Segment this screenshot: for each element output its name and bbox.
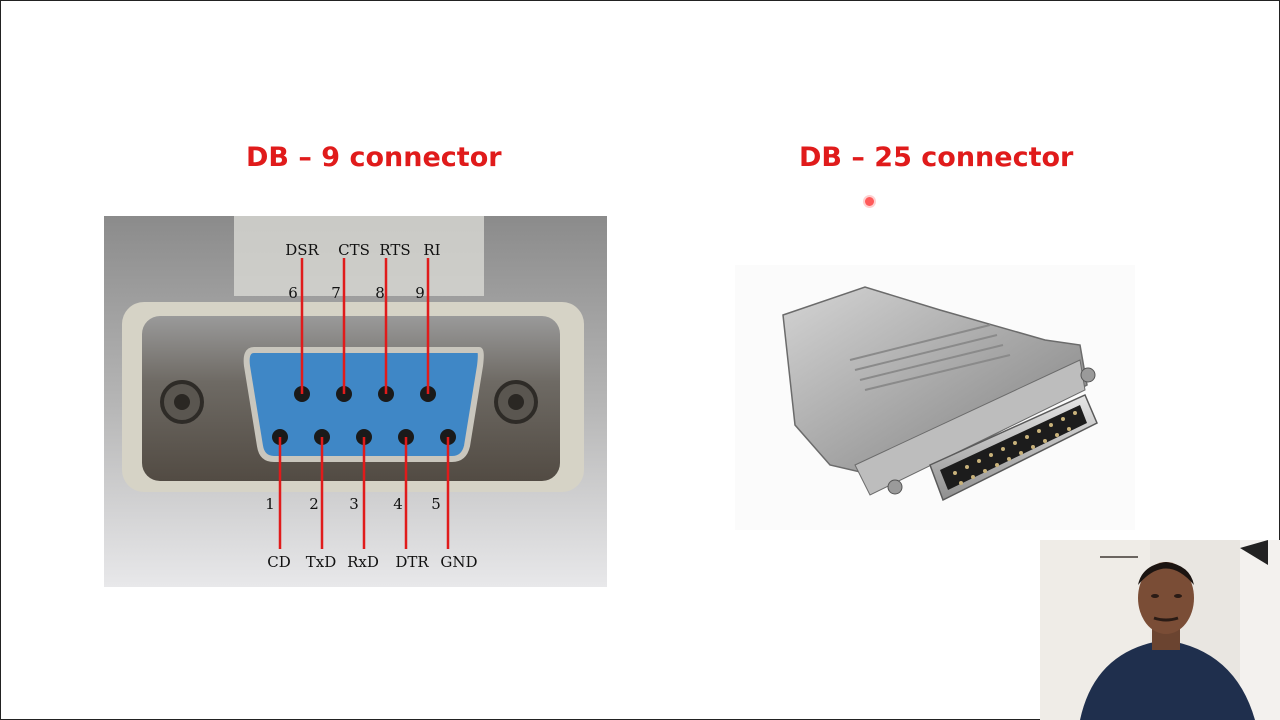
db25-title: DB – 25 connector: [799, 142, 1074, 173]
pin-signal-dsr: DSR: [285, 241, 319, 259]
pin-signal-txd: TxD: [306, 553, 337, 571]
pin-number-3: 3: [349, 495, 359, 513]
pin-number-7: 7: [331, 284, 341, 302]
db9-title: DB – 9 connector: [246, 142, 502, 173]
pin-number-6: 6: [288, 284, 298, 302]
pin-signal-cts: CTS: [338, 241, 370, 259]
pin-number-5: 5: [431, 495, 441, 513]
pin-number-1: 1: [265, 495, 275, 513]
pin-signal-dtr: DTR: [395, 553, 429, 571]
db25-connector-photo: [735, 265, 1135, 530]
laser-pointer-icon: [865, 197, 874, 206]
pin-signal-ri: RI: [423, 241, 440, 259]
db9-connector-photo: DSR CTS RTS RI 6 7 8 9 1 2 3 4 5 CD TxD …: [104, 216, 607, 587]
pin-number-8: 8: [375, 284, 385, 302]
presenter-webcam: [1040, 540, 1280, 720]
pin-number-4: 4: [393, 495, 403, 513]
pin-signal-rxd: RxD: [347, 553, 379, 571]
pin-number-2: 2: [309, 495, 319, 513]
pin-number-9: 9: [415, 284, 425, 302]
pin-signal-gnd: GND: [440, 553, 477, 571]
pin-signal-cd: CD: [267, 553, 291, 571]
pin-signal-rts: RTS: [379, 241, 410, 259]
